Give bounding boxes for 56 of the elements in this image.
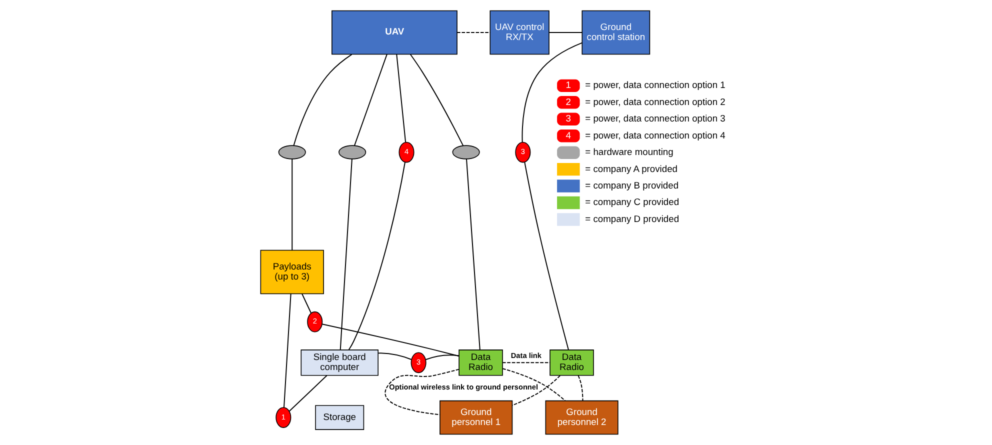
node-box: Ground personnel 2 — [545, 400, 618, 435]
legend-label: = power, data connection option 4 — [585, 130, 726, 140]
node-ellipse — [338, 145, 366, 160]
label: 2 — [566, 96, 571, 107]
node-box: Data Radio — [458, 350, 503, 376]
node-ellipse: 4 — [398, 142, 414, 163]
node-box: UAV control RX/TX — [490, 10, 550, 55]
node-ellipse — [278, 145, 306, 160]
node-box: Payloads (up to 3) — [260, 250, 324, 294]
node-ellipse: 2 — [307, 311, 323, 332]
label: 3 — [566, 114, 571, 124]
connector — [457, 32, 490, 33]
legend-label: = company B provided — [585, 180, 679, 191]
connector — [378, 352, 412, 360]
connector — [524, 162, 569, 350]
node-ellipse: 1 — [276, 407, 292, 428]
node-ellipse: 3 — [515, 142, 531, 163]
label: 1 — [566, 80, 571, 90]
connector — [340, 158, 352, 350]
connector — [354, 54, 388, 146]
node-box: UAV — [332, 10, 458, 55]
legend-label: = power, data connection option 1 — [585, 80, 726, 90]
node-box: Single board computer — [300, 350, 378, 376]
connector — [302, 294, 312, 314]
connector — [502, 362, 550, 364]
connector — [348, 162, 406, 350]
node-ellipse: 3 — [410, 352, 426, 374]
edge-label: Data link — [510, 350, 542, 360]
connector — [384, 368, 460, 416]
node-box: Ground personnel 1 — [440, 400, 513, 435]
connector — [502, 368, 566, 402]
connector — [293, 54, 352, 146]
node-ellipse — [452, 145, 480, 160]
connector — [322, 324, 460, 357]
connector — [512, 375, 560, 406]
connector — [425, 354, 460, 360]
node-box: Ground control station — [582, 10, 650, 55]
edge-label: Optional wireless link to ground personnel — [389, 382, 538, 392]
node-box: Storage — [315, 405, 364, 430]
connector — [288, 375, 328, 412]
connector — [549, 32, 582, 33]
legend-label: = company A provided — [585, 164, 678, 174]
connector — [396, 54, 406, 142]
legend-label: = power, data connection option 2 — [585, 96, 726, 107]
connector — [578, 375, 584, 401]
connector — [283, 294, 292, 408]
connector — [522, 42, 582, 142]
node-box: Data Radio — [550, 350, 594, 376]
legend-label: = company C provided — [585, 197, 680, 208]
legend-label: = power, data connection option 3 — [585, 114, 726, 124]
connector — [292, 158, 293, 250]
legend-label: = hardware mounting — [585, 147, 674, 158]
label: 4 — [566, 130, 571, 140]
connector — [466, 158, 480, 350]
connector — [410, 54, 464, 146]
legend-label: = company D provided — [585, 214, 680, 224]
